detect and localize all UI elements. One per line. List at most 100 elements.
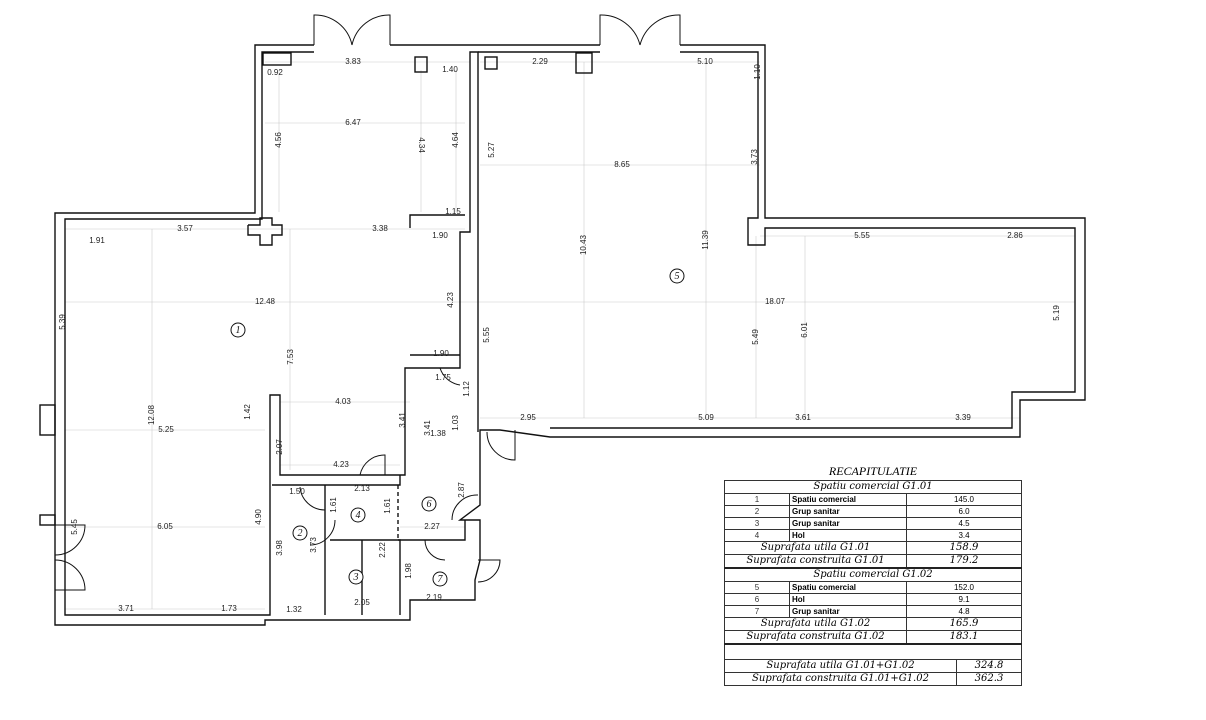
- utila-value: 158.9: [906, 541, 1022, 555]
- room-name: Grup sanitar: [789, 605, 907, 618]
- dimension-label: 5.27: [487, 142, 496, 158]
- dimension-label: 10.43: [579, 234, 588, 255]
- dimension-label: 3.38: [372, 224, 388, 233]
- dimension-label: 1.12: [462, 381, 471, 397]
- construita-label: Suprafata construita G1.01: [724, 554, 907, 569]
- dimension-label: 6.47: [345, 118, 361, 127]
- dimension-label: 5.55: [854, 231, 870, 240]
- total-utila-value: 324.8: [956, 659, 1022, 673]
- dimension-label: 3.73: [750, 149, 759, 165]
- dimension-label: 8.65: [614, 160, 630, 169]
- dimension-label: 1.90: [432, 231, 448, 240]
- room-area: 152.0: [906, 581, 1022, 594]
- room-nr: 5: [724, 581, 790, 594]
- dimension-label: 1.61: [383, 498, 392, 514]
- room-number-circle: [350, 507, 366, 523]
- room-area: 6.0: [906, 505, 1022, 518]
- dimension-label: 1.75: [435, 373, 451, 382]
- utila-label: Suprafata utila G1.02: [724, 617, 907, 631]
- dimension-label: 2.86: [1007, 231, 1023, 240]
- dimension-label: 1.73: [221, 604, 237, 613]
- dimension-label: 3.41: [423, 420, 432, 436]
- room-number: 7: [438, 574, 444, 585]
- section-header: Spatiu comercial G1.02: [724, 567, 1022, 582]
- dimension-label: 1.91: [89, 236, 105, 245]
- dimension-label: 2.29: [532, 57, 548, 66]
- section-header: Spatiu comercial G1.01: [724, 480, 1022, 494]
- dimension-label: 2.87: [457, 482, 466, 498]
- dimension-label: 12.08: [147, 404, 156, 425]
- room-area: 145.0: [906, 493, 1022, 506]
- recap-title: RECAPITULATIE: [828, 464, 918, 478]
- dimension-label: 2.19: [426, 593, 442, 602]
- dimension-label: 5.10: [697, 57, 713, 66]
- dimension-label: 5.45: [70, 519, 79, 535]
- dimension-label: 2.95: [520, 413, 536, 422]
- room-number: 5: [675, 271, 680, 282]
- utila-label: Suprafata utila G1.01: [724, 541, 907, 555]
- room-number: 2: [298, 528, 303, 539]
- dimension-label: 2.22: [378, 542, 387, 558]
- room-nr: 7: [724, 605, 790, 618]
- dimension-label: 3.61: [795, 413, 811, 422]
- dimension-label: 3.98: [275, 540, 284, 556]
- dimension-label: 2.13: [354, 484, 370, 493]
- room-nr: 1: [724, 493, 790, 506]
- total-construita-label: Suprafata construita G1.01+G1.02: [724, 672, 957, 686]
- section-title: Spatiu comercial G1.02: [724, 567, 1022, 582]
- room-area: 4.5: [906, 517, 1022, 530]
- dimension-label: 0.92: [267, 68, 283, 77]
- construita-value: 183.1: [906, 630, 1022, 645]
- dimension-label: 4.90: [254, 509, 263, 525]
- dimension-label: 3.73: [309, 537, 318, 553]
- dimension-label: 6.01: [800, 322, 809, 338]
- dimension-label: 4.64: [451, 132, 460, 148]
- dimension-label: 2.27: [424, 522, 440, 531]
- dimension-label: 1.15: [445, 207, 461, 216]
- dimension-label: 4.23: [446, 292, 455, 308]
- dimension-label: 1.61: [329, 497, 338, 513]
- dimension-label: 3.71: [118, 604, 134, 613]
- dimension-label: 1.03: [451, 415, 460, 431]
- room-name: Hol: [789, 593, 907, 606]
- dimension-label: 18.07: [765, 297, 786, 306]
- room-number-circle: [669, 268, 685, 284]
- dimension-label: 3.39: [955, 413, 971, 422]
- room-number-circle: [432, 571, 448, 587]
- room-area: 3.4: [906, 529, 1022, 542]
- dimension-label: 12.48: [255, 297, 276, 306]
- construita-label: Suprafata construita G1.02: [724, 630, 907, 645]
- room-number: 6: [427, 499, 432, 510]
- dimension-label: 1.32: [286, 605, 302, 614]
- room-number-circle: [230, 322, 246, 338]
- dimension-label: 11.39: [701, 230, 710, 250]
- dimension-label: 1.10: [753, 64, 762, 80]
- room-name: Hol: [789, 529, 907, 542]
- dimension-label: 3.41: [398, 412, 407, 428]
- room-nr: 6: [724, 593, 790, 606]
- section-title: Spatiu comercial G1.01: [724, 480, 1022, 494]
- room-number-circle: [292, 525, 308, 541]
- room-name: Spatiu comercial: [789, 493, 907, 506]
- dimension-label: 4.23: [333, 460, 349, 469]
- room-nr: 3: [724, 517, 790, 530]
- dimension-label: 5.19: [1052, 305, 1061, 321]
- dimension-label: 5.49: [751, 329, 760, 345]
- room-number-circle: [348, 569, 364, 585]
- room-number: 3: [353, 572, 359, 583]
- total-utila-label: Suprafata utila G1.01+G1.02: [724, 659, 957, 673]
- dimension-label: 3.57: [177, 224, 193, 233]
- room-number: 4: [356, 510, 361, 521]
- utila-value: 165.9: [906, 617, 1022, 631]
